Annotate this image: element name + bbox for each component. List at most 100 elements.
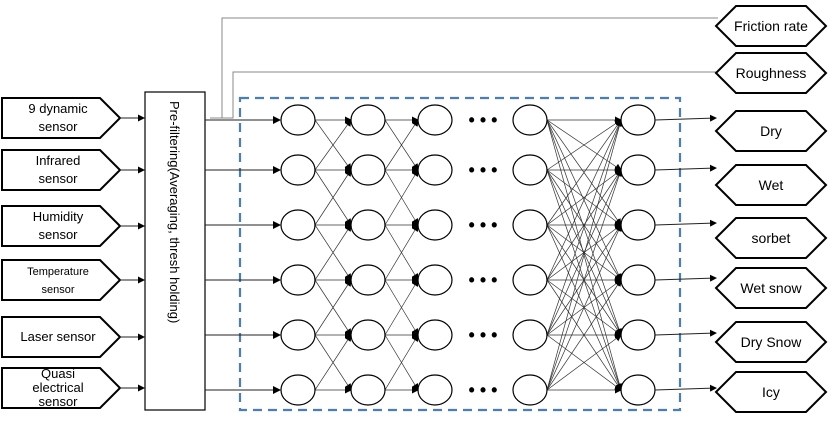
weight-line <box>546 224 622 391</box>
input-label: Temperature <box>27 266 89 278</box>
weight-line <box>546 119 622 226</box>
prefilter-label: Pre-filtering(Averaging, thresh holding) <box>167 101 182 323</box>
weight-line <box>546 279 622 391</box>
input-label: sensor <box>38 119 78 134</box>
output-class-2: sorbet <box>714 217 828 259</box>
output-label: Dry Snow <box>741 334 803 350</box>
weight-line <box>546 169 622 226</box>
output-arrow <box>654 114 717 122</box>
neuron <box>350 264 386 296</box>
output-label: Wet snow <box>740 280 802 296</box>
output-label: Wet <box>759 177 784 193</box>
input-label: Laser sensor <box>20 329 96 344</box>
weight-line <box>384 119 419 171</box>
output-box <box>714 110 828 152</box>
neuron <box>350 104 386 136</box>
neuron <box>512 319 548 351</box>
output-arrow <box>654 384 717 392</box>
layer-ellipsis: • • •• • •• • •• • •• • •• • • <box>469 110 498 400</box>
neuron <box>280 264 316 296</box>
roughness-line <box>222 71 718 119</box>
neuron <box>417 209 453 241</box>
neuron <box>280 154 316 186</box>
input-label: 9 dynamic <box>28 101 88 116</box>
weight-line <box>314 279 352 336</box>
output-box <box>714 164 828 206</box>
output-class-4: Dry Snow <box>714 321 828 363</box>
weight-line <box>546 169 622 281</box>
neuron <box>620 319 656 351</box>
neuron <box>350 154 386 186</box>
neuron <box>350 319 386 351</box>
output-class-3: Wet snow <box>714 267 828 309</box>
weight-line <box>314 334 352 391</box>
feedback-lines <box>210 17 718 119</box>
output-arrow <box>654 329 717 337</box>
ellipsis-dots: • • • <box>469 215 498 235</box>
output-class-5: Icy <box>714 371 828 413</box>
neuron <box>512 264 548 296</box>
output-label: Icy <box>762 384 780 400</box>
ellipsis-dots: • • • <box>469 110 498 130</box>
extra-output-1: Roughness <box>714 52 828 94</box>
output-arrow <box>654 274 717 282</box>
input-sensors: 9 dynamicsensorInfraredsensorHumiditysen… <box>1 97 122 409</box>
weight-line <box>384 334 419 391</box>
weight-line <box>314 224 352 281</box>
output-label: Roughness <box>736 65 807 81</box>
network-connections <box>314 116 623 394</box>
neuron <box>620 209 656 241</box>
input-arrows <box>120 114 145 392</box>
output-box <box>714 321 828 363</box>
neuron <box>620 154 656 186</box>
weight-line <box>546 119 623 336</box>
neuron <box>280 374 316 406</box>
output-arrow <box>654 164 717 172</box>
input-sensor-4: Laser sensor <box>1 316 122 358</box>
input-box <box>1 205 122 247</box>
weight-line <box>546 169 622 336</box>
ellipsis-dots: • • • <box>469 160 498 180</box>
input-sensor-0: 9 dynamic sensor <box>1 97 122 139</box>
weight-line <box>546 119 623 391</box>
neuron <box>620 104 656 136</box>
input-box <box>1 259 122 301</box>
ellipsis-dots: • • • <box>469 270 498 290</box>
output-box <box>714 5 828 47</box>
neuron <box>350 374 386 406</box>
weight-line <box>384 279 419 336</box>
neuron <box>512 154 548 186</box>
input-box <box>1 316 122 358</box>
input-box <box>1 367 122 409</box>
output-class-0: Dry <box>714 110 828 152</box>
weight-line <box>384 169 419 226</box>
neuron <box>417 319 453 351</box>
output-label: sorbet <box>752 230 791 246</box>
neuron <box>417 264 453 296</box>
output-label: Friction rate <box>734 18 808 34</box>
extra-output-0: Friction rate <box>714 5 828 47</box>
neuron <box>620 374 656 406</box>
output-box <box>714 52 828 94</box>
neuron <box>280 319 316 351</box>
input-box <box>1 97 122 139</box>
neuron <box>512 209 548 241</box>
prefilter-block: Pre-filtering(Averaging, thresh holding) <box>144 91 206 411</box>
neurons <box>280 104 656 406</box>
friction-line <box>210 17 718 119</box>
neuron <box>417 374 453 406</box>
input-box <box>1 149 122 191</box>
output-arrow <box>654 219 717 227</box>
weight-line <box>546 119 622 171</box>
output-label: Dry <box>760 123 782 139</box>
prefilter-box <box>144 91 206 411</box>
weight-line <box>546 119 622 281</box>
neuron <box>417 104 453 136</box>
neuron <box>620 264 656 296</box>
input-label: sensor <box>41 284 74 296</box>
